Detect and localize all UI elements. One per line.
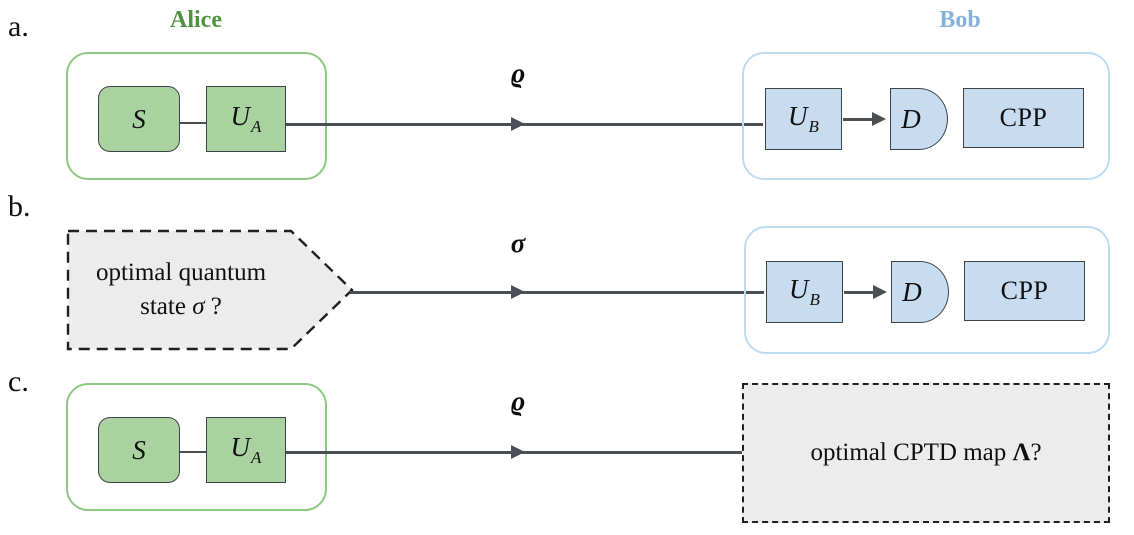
unknown-map-pre: optimal CPTD map bbox=[810, 439, 1013, 467]
wire-ub-to-d-arrowhead-a bbox=[872, 112, 886, 126]
gate-ub-b: UB bbox=[766, 261, 843, 323]
wire-s-to-ua-c bbox=[178, 451, 208, 454]
unknown-map-text-c: optimal CPTD map Λ? bbox=[810, 436, 1041, 470]
unknown-map-lambda: Λ bbox=[1012, 439, 1031, 467]
channel-arrowhead-c bbox=[511, 445, 525, 459]
wire-ub-to-d-arrowhead-b bbox=[873, 285, 887, 299]
unknown-state-line1: optimal quantum bbox=[95, 259, 267, 287]
detector-d-a-label: D bbox=[901, 103, 921, 134]
unknown-map-post: ? bbox=[1030, 439, 1042, 467]
panel-label-a: a. bbox=[8, 10, 29, 43]
gate-s-a: S bbox=[98, 86, 180, 152]
gate-ua-c: UA bbox=[206, 417, 286, 483]
gate-s-a-label: S bbox=[132, 103, 146, 134]
channel-arrowhead-a bbox=[511, 117, 525, 131]
unknown-state-block-b: optimal quantum state σ ? bbox=[66, 229, 354, 351]
unknown-state-text-b: optimal quantum state σ ? bbox=[74, 229, 288, 351]
unknown-map-block-c: optimal CPTD map Λ? bbox=[742, 383, 1110, 523]
gate-ub-b-label: UB bbox=[789, 273, 820, 310]
wire-ub-to-d-b bbox=[844, 291, 880, 294]
bob-container-b bbox=[744, 226, 1110, 354]
gate-cpp-b: CPP bbox=[964, 261, 1085, 321]
panel-label-b: b. bbox=[8, 190, 31, 223]
detector-d-b: D bbox=[891, 261, 949, 323]
wire-s-to-ua-a bbox=[178, 122, 208, 125]
gate-s-c: S bbox=[98, 417, 180, 483]
channel-arrowhead-b bbox=[511, 285, 525, 299]
gate-s-c-label: S bbox=[132, 434, 146, 465]
gate-ub-a-label: UB bbox=[788, 100, 819, 137]
gate-cpp-a: CPP bbox=[963, 88, 1084, 148]
unknown-state-line2-pre: state bbox=[140, 293, 193, 320]
unknown-state-pentagon-shape bbox=[66, 229, 354, 351]
party-title-alice: Alice bbox=[170, 7, 222, 33]
gate-ua-c-label: UA bbox=[230, 431, 262, 468]
wire-ub-to-d-a bbox=[843, 118, 879, 121]
alice-container-c bbox=[66, 383, 327, 511]
channel-symbol-sigma-b: σ bbox=[510, 228, 526, 258]
gate-cpp-a-label: CPP bbox=[999, 103, 1048, 132]
unknown-state-sigma: σ bbox=[192, 293, 205, 320]
party-title-bob: Bob bbox=[939, 7, 981, 33]
channel-wire-b bbox=[350, 291, 764, 294]
gate-ua-a: UA bbox=[206, 86, 286, 152]
alice-container-a bbox=[66, 52, 327, 180]
bob-container-a bbox=[742, 52, 1110, 180]
channel-symbol-rho-a: ϱ bbox=[510, 58, 526, 88]
unknown-state-line2-post: ? bbox=[204, 293, 222, 320]
detector-d-b-label: D bbox=[902, 276, 922, 307]
detector-d-a: D bbox=[890, 88, 948, 150]
gate-ub-a: UB bbox=[765, 88, 842, 150]
panel-label-c: c. bbox=[8, 365, 29, 398]
gate-ua-a-label: UA bbox=[230, 100, 262, 137]
gate-cpp-b-label: CPP bbox=[1000, 276, 1049, 305]
channel-symbol-rho-c: ϱ bbox=[510, 386, 526, 416]
